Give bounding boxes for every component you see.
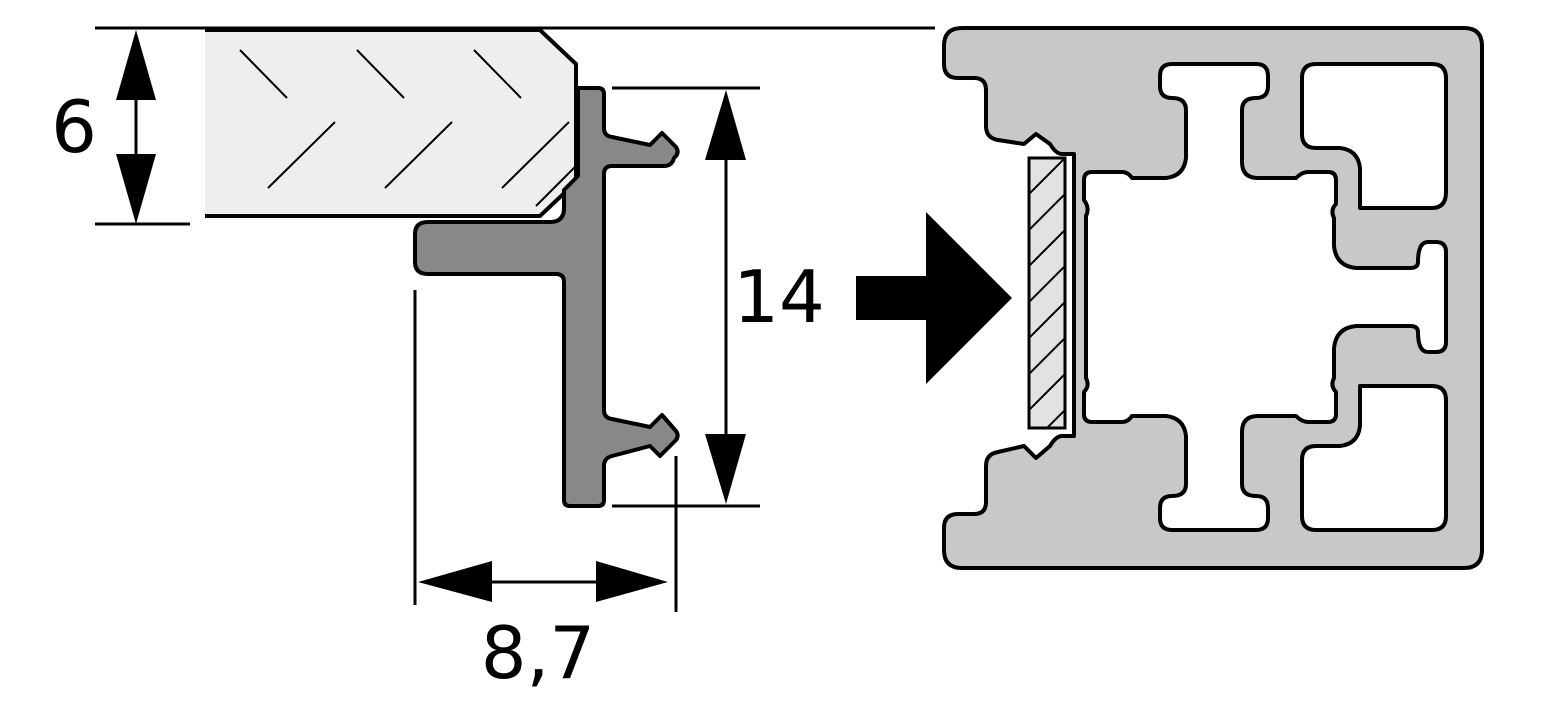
dimension-label-6: 6 — [51, 85, 97, 169]
arrow-up-icon — [116, 30, 156, 100]
arrow-right-icon — [856, 212, 1012, 384]
glass-panel-body — [205, 30, 576, 216]
profile-lower-right-chamber — [1300, 384, 1448, 532]
arrow-up-icon — [705, 90, 746, 160]
arrow-right-icon — [596, 561, 668, 602]
glass-hatching — [239, 49, 576, 207]
profile-center-chamber — [1082, 62, 1448, 532]
seal-profile — [413, 86, 680, 508]
dimension-label-8-7: 8,7 — [481, 611, 596, 695]
aluminium-profile — [942, 26, 1484, 570]
glass-panel — [205, 28, 578, 218]
dimension-profile-depth: 8,7 — [413, 290, 678, 695]
arrow-down-icon — [705, 434, 746, 504]
dimension-profile-height: 14 — [612, 86, 825, 508]
arrow-left-icon — [418, 561, 492, 602]
profile-upper-right-chamber — [1300, 62, 1448, 210]
hatched-insert — [1027, 156, 1067, 430]
dimension-label-14: 14 — [733, 255, 825, 339]
arrow-down-icon — [116, 154, 156, 224]
dimension-panel-thickness: 6 — [51, 30, 190, 226]
